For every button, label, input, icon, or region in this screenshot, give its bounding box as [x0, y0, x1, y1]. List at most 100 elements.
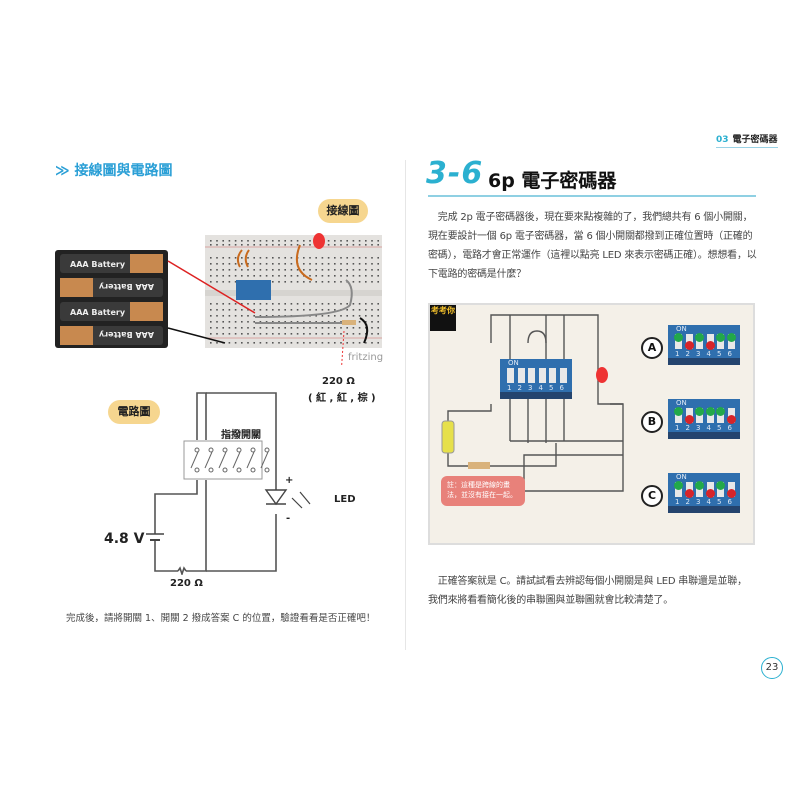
wiring-bubble: 接線圖 — [318, 199, 368, 223]
dip-toggle-6[interactable] — [726, 333, 736, 349]
switch-label: 指撥開關 — [221, 430, 261, 441]
gray-wire — [254, 279, 353, 318]
dip-toggle-2[interactable] — [517, 368, 525, 383]
battery-label: AAA Battery — [98, 282, 154, 291]
battery-label: AAA Battery — [98, 330, 154, 339]
section-title: 6p 電子密碼器 — [488, 170, 617, 192]
dip-toggle-5[interactable] — [549, 368, 556, 383]
crossing-note: 註：這種是跨線的畫法，並沒有接在一起。 — [441, 476, 525, 506]
orange-wire — [236, 249, 250, 268]
led — [313, 233, 325, 249]
led — [596, 367, 608, 383]
page-number: 23 — [761, 657, 783, 679]
dip-number: 5 — [717, 424, 722, 432]
battery-holder — [55, 250, 168, 348]
dip-toggle-2[interactable] — [684, 482, 694, 498]
dip-toggle-5[interactable] — [716, 481, 725, 497]
circuit-diagram — [146, 392, 311, 575]
dip-on-label: ON — [676, 399, 687, 407]
dip-toggle-1[interactable] — [674, 333, 683, 349]
dip-toggle-1[interactable] — [507, 368, 514, 383]
dip-switch-symbol — [183, 440, 263, 480]
dip-toggle-3[interactable] — [695, 407, 704, 423]
battery — [441, 420, 455, 454]
resistor-value: 220 Ω — [322, 376, 355, 387]
dip-number: 5 — [549, 384, 554, 392]
resistor-colors: ( 紅 , 紅 , 棕 ) — [308, 393, 376, 404]
dip-number: 2 — [685, 350, 690, 358]
dip-number: 4 — [706, 498, 711, 506]
dip-number: 2 — [685, 424, 690, 432]
dip-number: 1 — [675, 350, 680, 358]
dip-toggle-4[interactable] — [705, 407, 715, 423]
circuit-bubble: 電路圖 — [108, 400, 160, 424]
option-c[interactable]: C — [641, 485, 663, 507]
dip-number: 3 — [696, 498, 701, 506]
dip-toggle-6[interactable] — [726, 408, 736, 424]
voltage-label: 4.8 V — [104, 531, 145, 547]
dip-toggle-4[interactable] — [705, 334, 715, 350]
dip-toggle-1[interactable] — [674, 407, 683, 423]
dip-number: 4 — [706, 424, 711, 432]
dip-on-label: ON — [676, 473, 687, 481]
led-label: LED — [334, 494, 356, 505]
red-wire — [167, 260, 256, 314]
dip-number: 6 — [727, 424, 732, 432]
quiz-badge: 考考你 — [430, 305, 456, 331]
resistor — [468, 462, 490, 469]
dip-number: 6 — [727, 498, 732, 506]
dip-number: 3 — [528, 384, 533, 392]
battery-label: AAA Battery — [70, 260, 126, 269]
page-gutter — [405, 160, 406, 650]
dip-number: 3 — [696, 424, 701, 432]
dip-toggle-4[interactable] — [705, 482, 715, 498]
title-underline — [428, 195, 756, 197]
orange-wire — [296, 244, 313, 281]
dip-toggle-3[interactable] — [528, 368, 535, 383]
dip-toggle-6[interactable] — [559, 368, 567, 383]
dip-number: 1 — [507, 384, 512, 392]
light-arrows-icon — [291, 491, 311, 509]
dip-toggle-2[interactable] — [684, 334, 694, 350]
resistor — [342, 320, 356, 325]
intro-paragraph: 完成 2p 電子密碼器後，現在要來點複雜的了，我們總共有 6 個小開關， 現在要… — [428, 212, 757, 280]
dip-number: 1 — [675, 424, 680, 432]
dip-toggle-1[interactable] — [674, 481, 683, 497]
dip-toggle-5[interactable] — [716, 333, 725, 349]
dip-switch — [236, 280, 271, 300]
dip-toggle-2[interactable] — [684, 408, 694, 424]
dip-toggle-5[interactable] — [716, 407, 725, 423]
chevron-icon: ≫ — [55, 163, 75, 179]
black-wire — [167, 327, 226, 344]
left-caption: 完成後，請將開關 1、開關 2 撥成答案 C 的位置，驗證看看是否正確吧！ — [66, 613, 376, 624]
dip-toggle-6[interactable] — [726, 482, 736, 498]
option-b[interactable]: B — [641, 411, 663, 433]
dip-toggle-3[interactable] — [695, 481, 704, 497]
dip-number: 1 — [675, 498, 680, 506]
led-symbol — [264, 489, 288, 506]
dip-number: 6 — [727, 350, 732, 358]
battery-label: AAA Battery — [70, 308, 126, 317]
circuit-resistor-label: 220 Ω — [170, 578, 203, 589]
section-heading: ≫ 接線圖與電路圖 — [55, 163, 173, 179]
dip-on-label: ON — [508, 359, 519, 367]
dip-toggle-3[interactable] — [695, 333, 704, 349]
led-plus: + — [285, 475, 294, 486]
dip-number: 2 — [685, 498, 690, 506]
dip-number: 5 — [717, 350, 722, 358]
section-number: 3-6 — [426, 156, 484, 191]
dip-number: 4 — [538, 384, 543, 392]
dip-number: 2 — [517, 384, 522, 392]
dip-number: 5 — [717, 498, 722, 506]
dip-on-label: ON — [676, 325, 687, 333]
dip-toggle-4[interactable] — [538, 368, 546, 383]
led-minus: - — [286, 513, 291, 524]
dip-number: 3 — [696, 350, 701, 358]
option-a[interactable]: A — [641, 337, 663, 359]
